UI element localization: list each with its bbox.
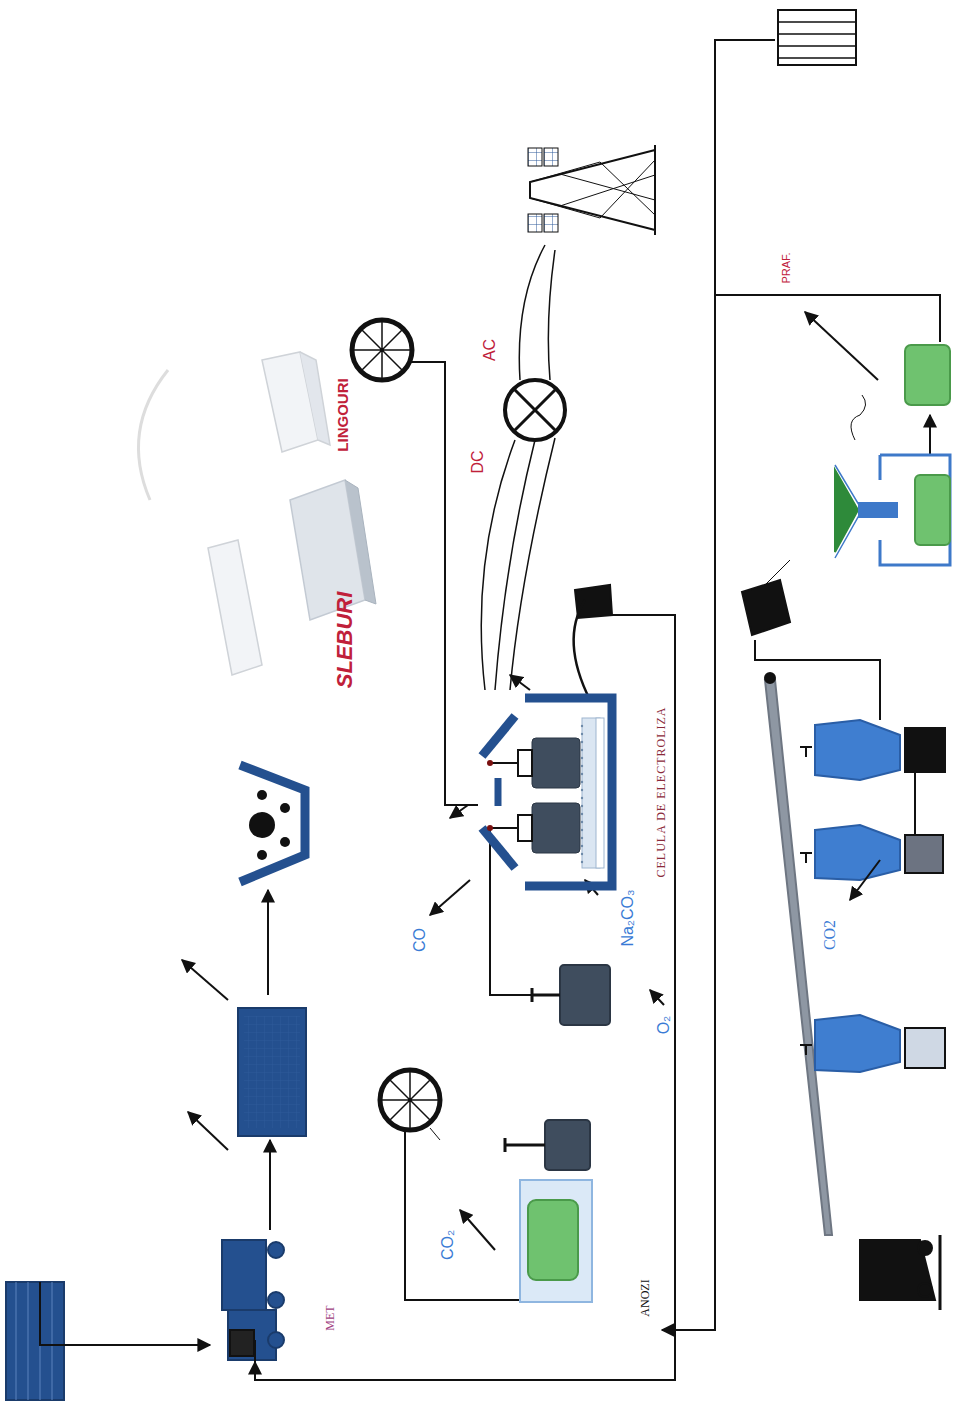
material-label: MET [324,1305,336,1330]
material-label: ANOZI [639,1279,651,1316]
gas-label: CO₂ [440,1230,456,1260]
chemical-label: Na₂CO₃ [620,889,636,946]
product-label: SLEBURI [334,592,356,689]
gas-label: CO [412,928,428,952]
current-label: DC [470,450,486,473]
gas-label: O₂ [656,1016,672,1035]
material-label: PRAF. [781,252,792,283]
cell-outline [470,678,685,906]
gas-label: CO2 [822,920,838,950]
current-label: AC [482,339,498,361]
electrolysis-cell: CELULA DE ELECTROLIZA [470,678,685,906]
cell-caption: CELULA DE ELECTROLIZA [655,707,667,878]
product-label: LINGOURI [335,378,350,451]
